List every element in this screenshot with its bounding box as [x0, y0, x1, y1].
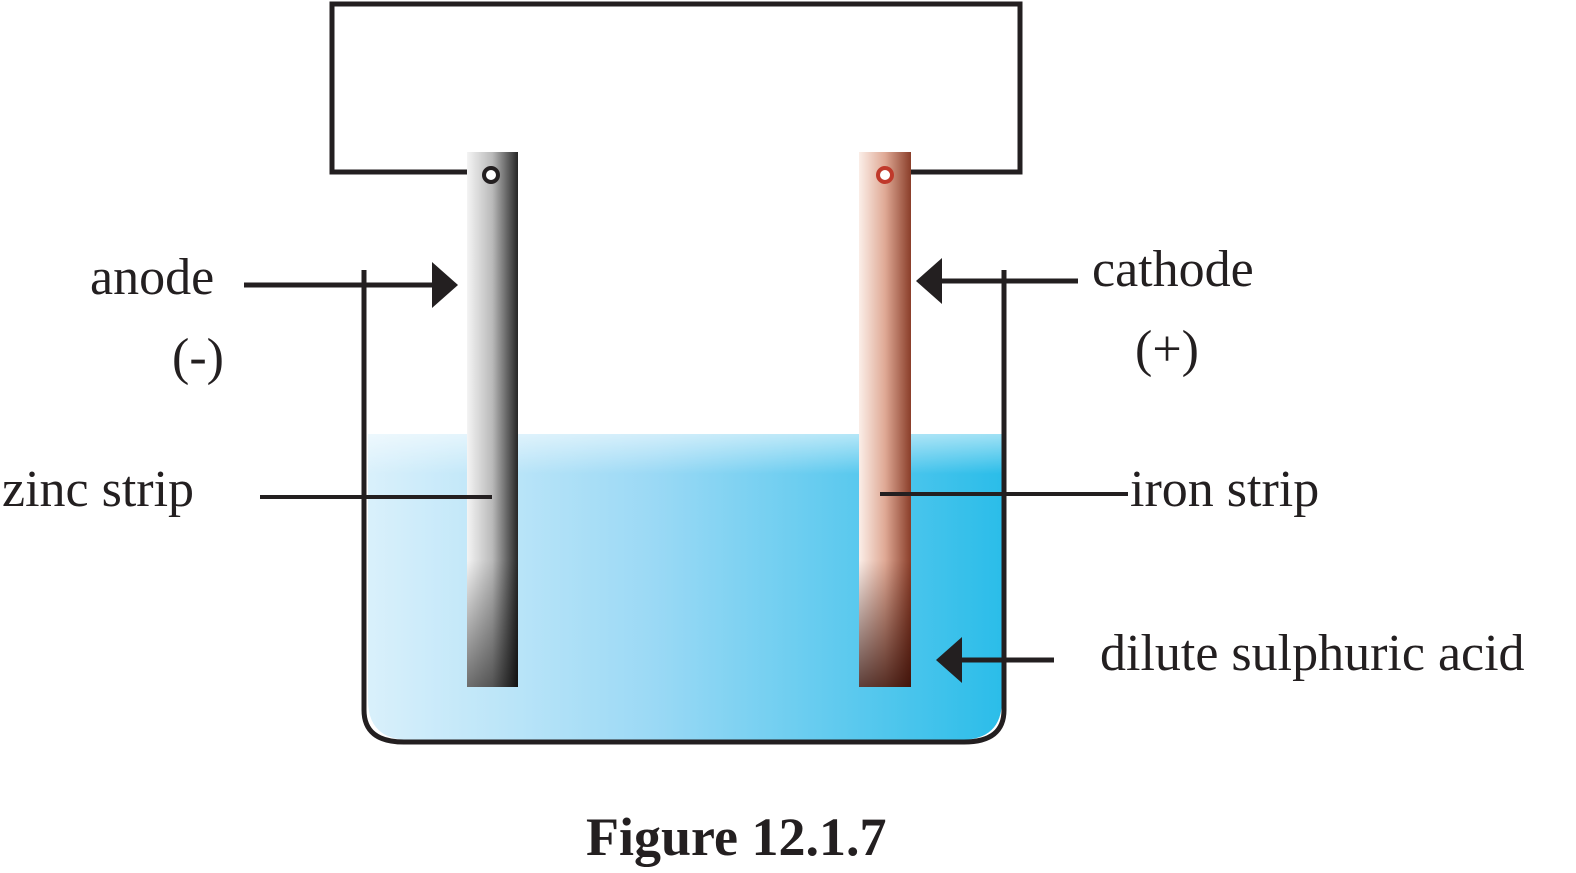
acid-arrow [936, 637, 1054, 683]
anode-sign-label: (-) [172, 329, 224, 386]
cathode-sign-label: (+) [1135, 321, 1199, 378]
beaker [361, 270, 1007, 745]
anode-arrow [244, 262, 458, 308]
figure-caption: Figure 12.1.7 [586, 807, 887, 867]
circuit-wire [329, 1, 1023, 175]
iron-strip [859, 152, 911, 687]
anode-terminal [482, 166, 500, 184]
cathode-label: cathode [1092, 241, 1254, 298]
zinc-strip-label: zinc strip [2, 461, 195, 518]
acid-label: dilute sulphuric acid [1100, 625, 1525, 682]
cathode-arrow [916, 258, 1078, 304]
cathode-terminal [876, 166, 894, 184]
dilute-sulphuric-acid-solution [368, 434, 1002, 740]
zinc-strip [467, 152, 518, 687]
anode-label: anode [90, 249, 215, 306]
iron-strip-label: iron strip [1130, 461, 1320, 518]
